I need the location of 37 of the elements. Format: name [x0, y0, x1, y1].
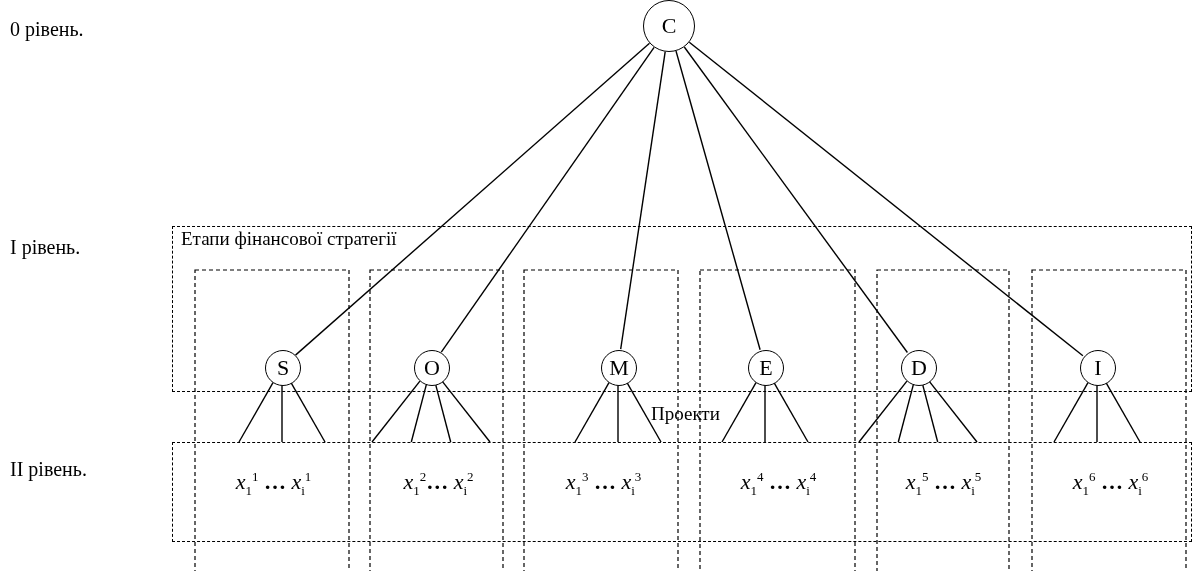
connector-line [1096, 384, 1098, 443]
node-circle: I [1080, 350, 1116, 386]
connector-line [281, 384, 283, 443]
connector-line [764, 384, 766, 443]
connector-line [290, 381, 326, 443]
node-circle: O [414, 350, 450, 386]
connector-line [683, 46, 909, 354]
node-circle: E [748, 350, 784, 386]
connector-line [410, 383, 428, 443]
connector-line [440, 46, 655, 353]
connector-line [1105, 381, 1141, 443]
level-label: 0 рівень. [10, 18, 84, 41]
level-label: I рівень. [10, 236, 81, 259]
connector-line [620, 51, 666, 350]
connector-line [921, 383, 939, 443]
connector-line [434, 383, 452, 443]
node-circle: S [265, 350, 301, 386]
connector-line [688, 41, 1084, 357]
connector-line [294, 42, 651, 356]
connector-line [626, 381, 662, 443]
node-circle: M [601, 350, 637, 386]
connector-line [928, 380, 978, 443]
connector-line [441, 380, 491, 443]
node-circle: C [643, 0, 695, 52]
connector-line [675, 50, 761, 351]
connector-line [721, 381, 757, 443]
connector-line [574, 381, 610, 443]
level-title: Етапи фінансової стратегії [181, 228, 397, 250]
node-circle: D [901, 350, 937, 386]
level-label: II рівень. [10, 458, 87, 481]
level-title: Проекти [651, 403, 720, 425]
connector-line [1053, 381, 1089, 443]
connector-line [897, 383, 915, 443]
connector-line [238, 381, 274, 443]
connector-line [617, 384, 619, 443]
level-frame [172, 226, 1192, 392]
connector-line [773, 381, 809, 443]
